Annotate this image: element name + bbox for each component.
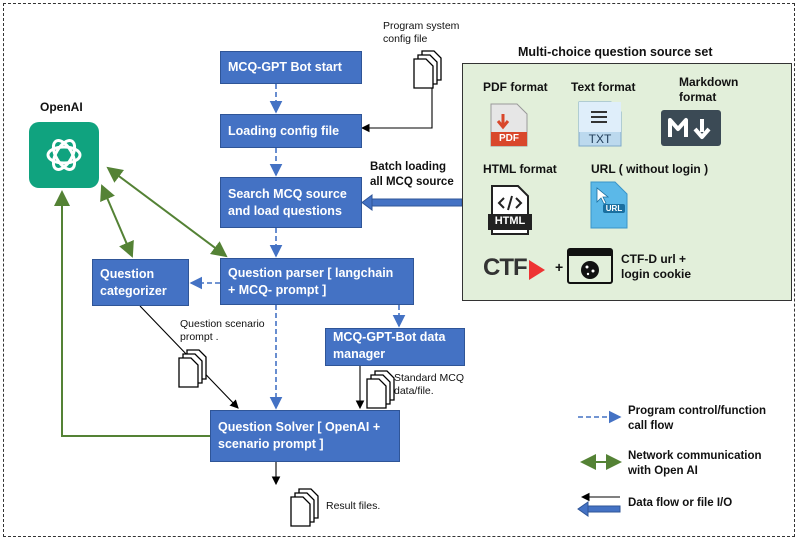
openai-label: OpenAI: [40, 100, 83, 114]
html-file-icon: HTML: [487, 184, 533, 236]
question-solver-box: Question Solver [ OpenAI + scenario prom…: [210, 410, 400, 462]
legend-data-label: Data flow or file I/O: [628, 497, 733, 509]
markdown-format-label: Markdown format: [679, 75, 739, 104]
loading-config-box: Loading config file: [220, 114, 362, 148]
search-mcq-box: Search MCQ source and load questions: [220, 177, 362, 228]
batch-loading-label: Batch loading all MCQ source: [370, 161, 454, 188]
panel-title: Multi-choice question source set: [518, 45, 713, 59]
text-format-label: Text format: [571, 80, 636, 94]
result-files-label: Result files.: [326, 500, 381, 512]
ctfd-logo-icon: CTF: [483, 254, 547, 284]
net-openai-categorizer: [100, 184, 134, 258]
question-scenario-label: Question scenario prompt .: [180, 318, 265, 343]
program-config-label: Program system config file: [383, 20, 460, 45]
pdf-format-label: PDF format: [483, 80, 548, 94]
document-icon: [366, 370, 395, 409]
cookie-browser-icon: [567, 248, 613, 284]
source-panel: PDF format Text format Markdown format P…: [462, 63, 792, 301]
net-openai-parser: [106, 166, 228, 258]
txt-icon-text: TXT: [588, 132, 612, 146]
question-categorizer-box: Question categorizer: [92, 259, 189, 306]
legend-control-label: Program control/function call flow: [628, 405, 766, 432]
question-parser-box: Question parser [ langchain + MCQ- promp…: [220, 258, 414, 305]
markdown-icon: [661, 110, 721, 146]
legend-network-label: Network communication with Open AI: [628, 450, 762, 477]
pdf-icon-text: PDF: [499, 133, 519, 144]
net-solver-openai: [54, 190, 210, 437]
document-icon: [413, 50, 442, 89]
data-manager-box: MCQ-GPT-Bot data manager: [325, 328, 465, 366]
url-icon-text: URL: [603, 204, 625, 213]
standard-mcq-label: Standard MCQ data/file.: [394, 372, 465, 397]
document-icon: [178, 349, 207, 388]
ctfd-format-label: CTF-D url + login cookie: [621, 252, 692, 281]
pdf-file-icon: PDF: [489, 102, 529, 148]
config-file-to-loading: [360, 88, 433, 133]
html-format-label: HTML format: [483, 162, 557, 176]
document-icon: [290, 488, 319, 527]
txt-file-icon: TXT: [577, 100, 623, 148]
html-icon-text: HTML: [494, 215, 526, 227]
legend-block-arrow: [577, 501, 621, 517]
openai-logo-icon: [29, 122, 99, 188]
url-format-label: URL ( without login ): [591, 162, 709, 176]
bot-start-box: MCQ-GPT Bot start: [220, 51, 362, 84]
ctf-logo-text: CTF: [483, 254, 528, 281]
plus-sign: +: [555, 259, 564, 275]
url-file-icon: URL: [589, 180, 629, 230]
batch-loading-arrow: [361, 194, 463, 211]
diagram-frame: [3, 3, 795, 537]
